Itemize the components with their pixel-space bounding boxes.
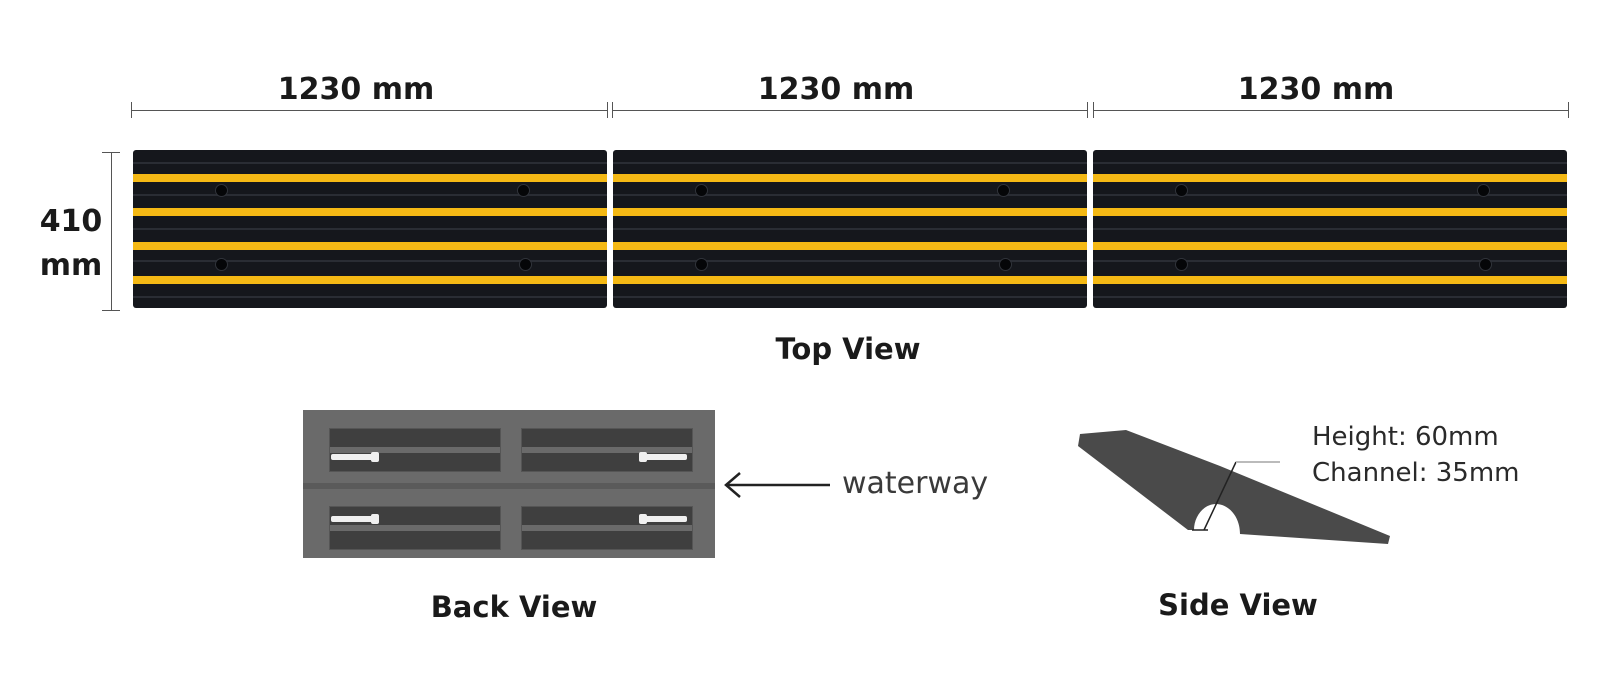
bolt-hole: [215, 258, 228, 271]
yellow-stripe: [133, 208, 607, 216]
yellow-stripe: [1093, 174, 1567, 182]
width-dimension-tick: [607, 102, 608, 118]
side-view-profile: [1078, 430, 1390, 544]
width-dimension-line-2: [612, 110, 1087, 111]
connector-pin: [639, 514, 687, 524]
segment-width-label-1: 1230 mm: [277, 72, 435, 107]
back-channel-slot: [329, 506, 501, 550]
waterway-label: waterway: [842, 466, 989, 501]
channel-spec: Channel: 35mm: [1312, 458, 1520, 488]
yellow-stripe: [133, 174, 607, 182]
width-dimension-line-1: [131, 110, 607, 111]
bolt-hole: [517, 184, 530, 197]
bolt-hole: [1479, 258, 1492, 271]
back-view-image: [303, 410, 715, 558]
yellow-stripe: [1093, 208, 1567, 216]
height-dimension-line: [111, 152, 112, 310]
side-view-caption: Side View: [1158, 588, 1318, 622]
width-dimension-tick: [131, 102, 132, 118]
top-view-caption: Top View: [775, 332, 921, 366]
connector-pin: [331, 514, 379, 524]
bolt-hole: [1175, 184, 1188, 197]
height-dimension-tick: [102, 152, 120, 153]
width-dimension-tick: [1568, 102, 1569, 118]
bolt-hole: [1477, 184, 1490, 197]
segment-width-label-2: 1230 mm: [757, 72, 915, 107]
back-channel-slot: [521, 506, 693, 550]
waterway-channel: [303, 483, 715, 489]
bolt-hole: [519, 258, 532, 271]
back-view-caption: Back View: [430, 590, 598, 624]
width-dimension-tick: [1087, 102, 1088, 118]
connector-pin: [331, 452, 379, 462]
yellow-stripe: [1093, 242, 1567, 250]
yellow-stripe: [613, 242, 1087, 250]
yellow-stripe: [133, 242, 607, 250]
bolt-hole: [1175, 258, 1188, 271]
segment-height-label: 410 mm: [39, 204, 103, 283]
height-dimension-tick: [102, 310, 120, 311]
segment-width-label-3: 1230 mm: [1237, 72, 1395, 107]
bolt-hole: [215, 184, 228, 197]
yellow-stripe: [613, 276, 1087, 284]
speed-bump-segment-3: [1093, 150, 1567, 308]
back-channel-slot: [521, 428, 693, 472]
yellow-stripe: [133, 276, 607, 284]
yellow-stripe: [1093, 276, 1567, 284]
speed-bump-segment-1: [133, 150, 607, 308]
yellow-stripe: [613, 174, 1087, 182]
connector-pin: [639, 452, 687, 462]
bolt-hole: [695, 184, 708, 197]
back-channel-slot: [329, 428, 501, 472]
bolt-hole: [695, 258, 708, 271]
width-dimension-tick: [1093, 102, 1094, 118]
bolt-hole: [997, 184, 1010, 197]
speed-bump-segment-2: [613, 150, 1087, 308]
width-dimension-line-3: [1093, 110, 1568, 111]
bolt-hole: [999, 258, 1012, 271]
width-dimension-tick: [612, 102, 613, 118]
left-arrow-icon: [724, 472, 830, 498]
height-spec: Height: 60mm: [1312, 422, 1499, 452]
yellow-stripe: [613, 208, 1087, 216]
